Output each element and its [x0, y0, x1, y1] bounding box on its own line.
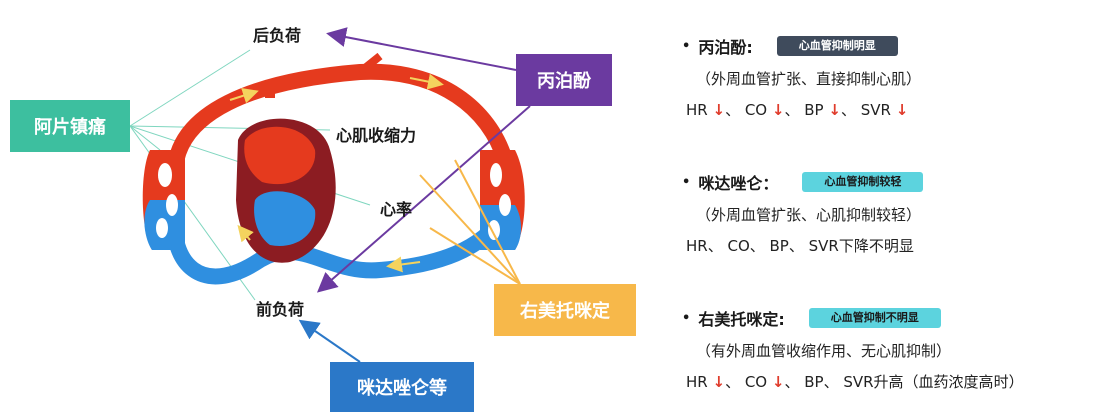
drug-description: （外周血管扩张、心肌抑制较轻）	[696, 206, 922, 224]
dexmedetomidine-lines	[419, 159, 521, 285]
left-capillary-bed	[142, 150, 185, 250]
afterload-label: 后负荷	[253, 26, 302, 45]
effect-badge: 心血管抑制明显	[776, 36, 898, 56]
hemodynamic-effects: HR、 CO、 BP、 SVR下降不明显	[686, 237, 914, 255]
drug-name: 右美托咪定:	[698, 310, 785, 329]
down-arrow-icon: ↓	[712, 101, 726, 119]
venous-vessel	[166, 207, 513, 285]
dexmedetomidine-box: 右美托咪定	[494, 284, 636, 336]
preload-label: 前负荷	[256, 300, 305, 319]
drug-item-midazolam: • 咪达唑仑： 心血管抑制较轻 （外周血管扩张、心肌抑制较轻） HR、 CO、 …	[682, 170, 924, 256]
down-arrow-icon: ↓	[828, 101, 841, 119]
opioid-box: 阿片镇痛	[10, 100, 130, 152]
right-capillary-bed	[480, 150, 525, 250]
hemodynamic-effects: HR ↓、 CO ↓、 BP ↓、 SVR ↓	[686, 101, 909, 119]
arterial-vessel	[166, 63, 513, 188]
bullet: •	[682, 174, 691, 190]
bullet: •	[682, 38, 691, 54]
drug-item-propofol: • 丙泊酚: 心血管抑制明显 （外周血管扩张、直接抑制心肌） HR ↓、 CO …	[682, 34, 921, 120]
flow-arrows	[229, 73, 444, 273]
propofol-box: 丙泊酚	[516, 54, 612, 106]
circulation-diagram: 后负荷 心肌收缩力 心率 前负荷 阿片镇痛 丙泊酚 右美托咪定 咪达唑仑等	[10, 26, 636, 412]
down-arrow-icon: ↓	[771, 101, 785, 119]
heart	[236, 118, 336, 263]
effect-badge: 心血管抑制较轻	[802, 172, 924, 192]
midazolam-box: 咪达唑仑等	[330, 362, 474, 412]
down-arrow-icon: ↓	[712, 373, 726, 391]
contractility-label: 心肌收缩力	[336, 126, 417, 145]
heart-rate-label: 心率	[380, 200, 413, 219]
midazolam-arrow	[298, 319, 361, 363]
down-arrow-icon: ↓	[895, 101, 909, 119]
diagram-graphics	[129, 27, 531, 363]
drug-item-dexmedetomidine: • 右美托咪定: 心血管抑制不明显 （有外周血管收缩作用、无心肌抑制） HR ↓…	[682, 306, 1024, 392]
drug-description: （外周血管扩张、直接抑制心肌）	[696, 70, 922, 88]
hemodynamic-effects: HR ↓、 CO ↓、 BP、 SVR升高（血药浓度高时）	[686, 373, 1024, 391]
propofol-arrows	[316, 27, 531, 293]
drug-name: 咪达唑仑：	[698, 174, 779, 193]
drug-description: （有外周血管收缩作用、无心肌抑制）	[696, 342, 952, 360]
bullet: •	[682, 310, 691, 326]
drug-name: 丙泊酚:	[698, 38, 753, 57]
effect-badge: 心血管抑制不明显	[808, 308, 941, 328]
down-arrow-icon: ↓	[771, 373, 785, 391]
drug-effects-panel: • 丙泊酚: 心血管抑制明显 （外周血管扩张、直接抑制心肌） HR ↓、 CO …	[672, 0, 1106, 420]
